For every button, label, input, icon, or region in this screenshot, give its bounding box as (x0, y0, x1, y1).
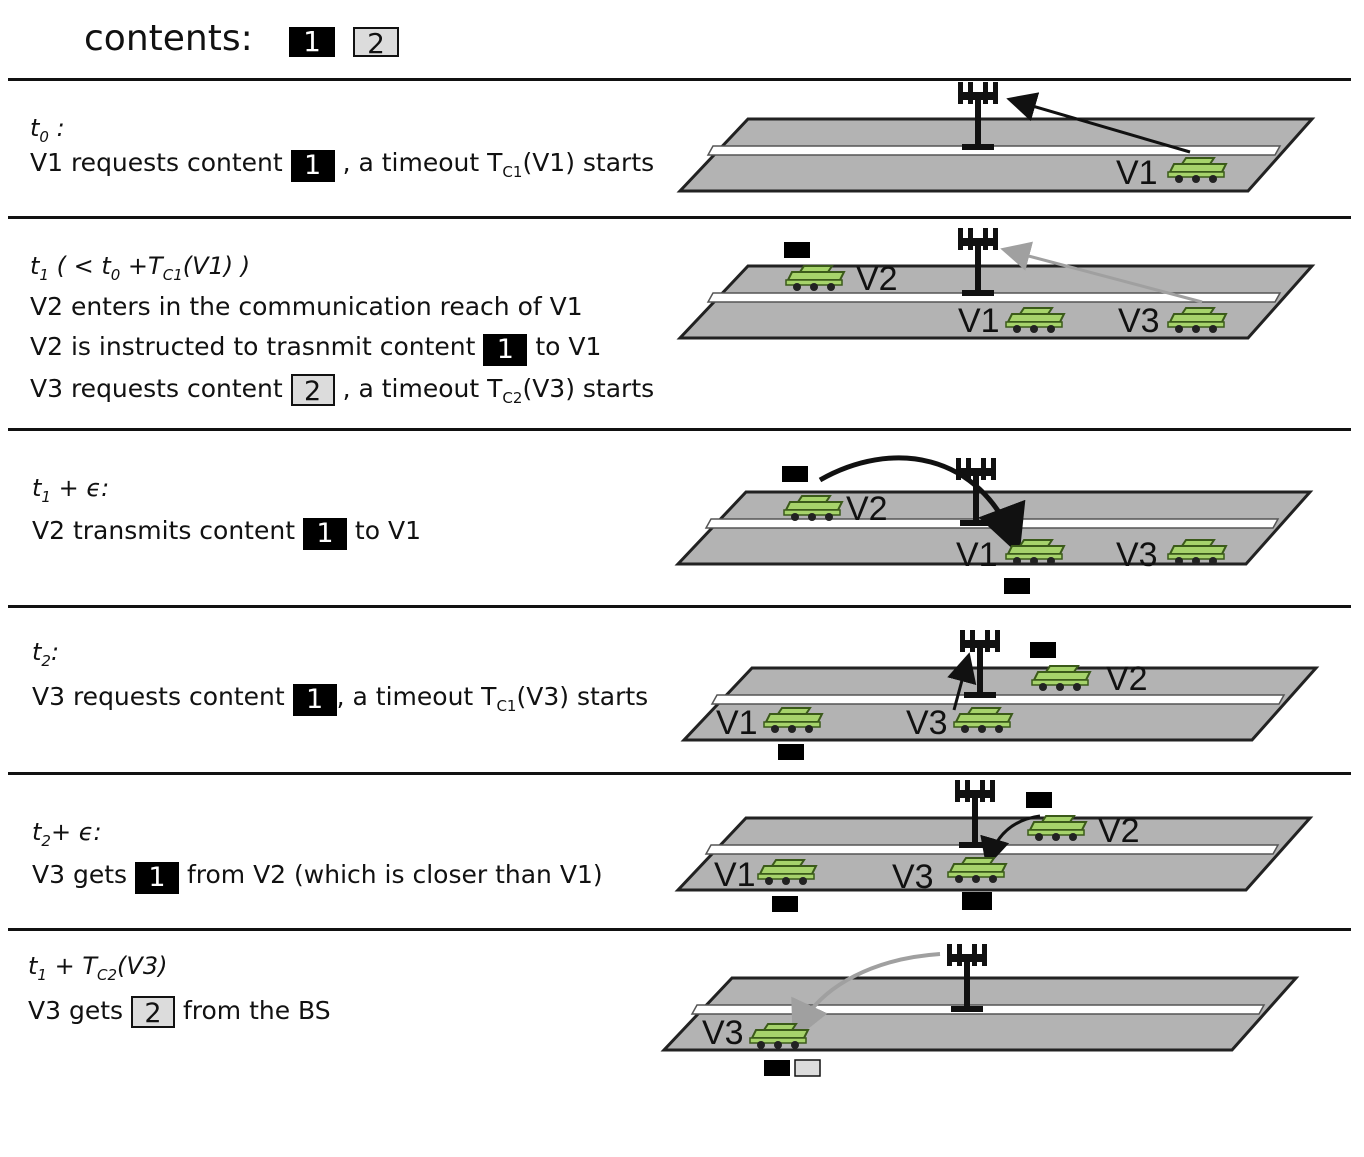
vehicle-label-v3: V3 (1118, 302, 1160, 340)
time-label-t0: t0 : (30, 114, 65, 146)
vehicle-label-v2: V2 (846, 490, 888, 528)
content-2-box: 2 (290, 374, 335, 407)
bs-transfer-arrow (791, 952, 941, 1042)
scene-t1: V2 V1 V3 (678, 228, 1314, 340)
cached-content-1 (764, 1060, 790, 1076)
cached-content-1 (784, 242, 810, 258)
time-label-t1: t1 ( < t0 +TC1(V1) ) (30, 252, 251, 284)
contents-label: contents: (84, 18, 253, 59)
vehicle-label-v1: V1 (716, 704, 758, 742)
request-arrow-gray (1000, 241, 1203, 304)
panel6-text: V3 gets 2 from the BS (28, 996, 331, 1029)
divider (8, 772, 1351, 775)
divider (8, 216, 1351, 219)
road (678, 117, 1314, 193)
received-content-2 (794, 1059, 821, 1077)
received-content-1 (962, 892, 992, 910)
vehicle-label-v1: V1 (956, 536, 998, 574)
scene-t2-eps: V2 V1 V3 (676, 780, 1312, 912)
content-1-box: 1 (302, 518, 347, 550)
scene-t0: V1 (678, 82, 1314, 193)
panel2-line2: V2 is instructed to trasnmit content 1 t… (30, 332, 602, 366)
content-1-box: 1 (483, 334, 528, 366)
request-arrow (1006, 92, 1191, 154)
divider (8, 428, 1351, 431)
divider (8, 928, 1351, 931)
time-label-t2: t2: (32, 638, 60, 670)
content-1-box: 1 (290, 150, 335, 182)
content-2-box: 2 (131, 996, 175, 1029)
time-label-t1-tc2: t1 + TC2(V3) (28, 952, 168, 984)
transfer-arrow (980, 814, 1041, 868)
cached-content-1 (1030, 642, 1056, 658)
panel1-text: V1 requests content 1 , a timeout TC1(V1… (30, 148, 655, 182)
panel5-text: V3 gets 1 from V2 (which is closer than … (32, 860, 603, 894)
vehicle-label-v3: V3 (892, 858, 934, 896)
content-2-legend: 2 (353, 27, 399, 59)
panel2-line3: V3 requests content 2 , a timeout TC2(V3… (30, 374, 655, 407)
vehicle-label-v1: V1 (1116, 154, 1158, 192)
divider (8, 78, 1351, 81)
vehicle-label-v3: V3 (702, 1014, 744, 1052)
received-content-1 (1004, 578, 1030, 594)
panel4-text: V3 requests content 1, a timeout TC1(V3)… (32, 682, 649, 716)
cached-content-1 (778, 744, 804, 760)
vehicle-label-v3: V3 (1116, 536, 1158, 574)
vehicle-label-v2: V2 (1106, 660, 1148, 698)
panel3-text: V2 transmits content 1 to V1 (32, 516, 421, 550)
content-1-box: 1 (135, 862, 179, 894)
scene-t1-tc2: V3 (662, 944, 1298, 1077)
vehicle-label-v2: V2 (1098, 812, 1140, 850)
time-label-t1-eps: t1 + ϵ: (32, 474, 110, 506)
time-label-t2-eps: t2+ ϵ: (32, 818, 102, 850)
content-1-legend: 1 (289, 27, 335, 57)
vehicle-label-v2: V2 (856, 260, 898, 298)
vehicle-label-v1: V1 (958, 302, 1000, 340)
cached-content-1 (1026, 792, 1052, 808)
cached-content-1 (782, 466, 808, 482)
divider (8, 605, 1351, 608)
transfer-arrow (818, 455, 1026, 556)
panel2-line1: V2 enters in the communication reach of … (30, 292, 583, 321)
request-arrow (947, 652, 977, 711)
vehicle-label-v3: V3 (906, 704, 948, 742)
cached-content-1 (772, 896, 798, 912)
scene-t2: V2 V1 V3 (682, 630, 1318, 760)
vehicle-label-v1: V1 (714, 856, 756, 894)
content-1-box: 1 (292, 684, 337, 716)
scene-t1-eps: V2 V1 V3 (676, 455, 1312, 594)
